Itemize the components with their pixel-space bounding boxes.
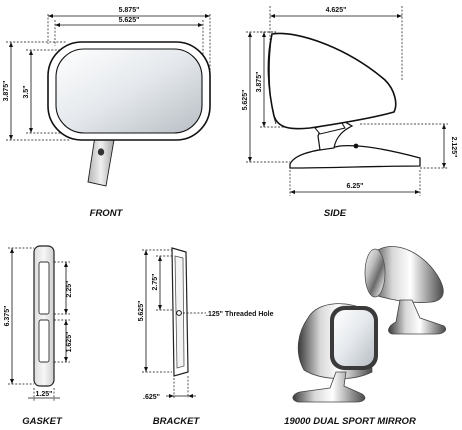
bracket-dim-slot: 2.75" bbox=[152, 274, 159, 291]
gasket-dim-height: 6.375" bbox=[4, 306, 11, 327]
side-dim-base-width: 6.25" bbox=[347, 183, 364, 190]
gasket-caption: GASKET bbox=[22, 416, 63, 427]
side-mirror-face bbox=[268, 33, 277, 125]
gasket-dim-slot-lower: 1.625" bbox=[66, 332, 73, 353]
front-dim-outer-height: 3.875" bbox=[3, 81, 10, 102]
gasket-slot-upper bbox=[38, 261, 50, 315]
bracket-threaded-hole bbox=[176, 310, 182, 316]
gasket-slot-lower bbox=[38, 319, 50, 363]
bracket-hole-note: .125" Threaded Hole bbox=[206, 311, 274, 318]
side-dim-head-height: 3.875" bbox=[256, 72, 263, 93]
side-dim-top-width: 4.625" bbox=[326, 7, 347, 14]
front-mirror-glass-photo bbox=[334, 310, 374, 366]
rear-mirror-base bbox=[388, 299, 446, 335]
front-dim-inner-height: 3.5" bbox=[23, 85, 30, 98]
side-mirror-head bbox=[267, 32, 397, 130]
product-photo: 19000 DUAL SPORT MIRROR bbox=[284, 246, 446, 427]
bracket-view: 5.625" 2.75" .125" Threaded Hole .625" B… bbox=[138, 247, 274, 427]
side-caption: SIDE bbox=[324, 208, 347, 219]
front-stem-hole bbox=[97, 148, 105, 156]
bracket-dim-height: 5.625" bbox=[138, 301, 145, 322]
front-mirror-stem bbox=[87, 135, 115, 187]
gasket-dim-slot-upper: 2.25" bbox=[66, 281, 73, 298]
side-screw bbox=[353, 143, 359, 149]
front-view: 5.875" 5.625" 3.875" 3.5" FRONT bbox=[3, 7, 211, 219]
front-mirror-base-photo bbox=[292, 371, 366, 403]
side-dim-base-height: 2.125" bbox=[450, 137, 457, 158]
bracket-dim-width: .625" bbox=[143, 394, 160, 401]
side-dim-arrows-4 bbox=[442, 124, 446, 168]
front-dim-inner-width: 5.625" bbox=[119, 17, 140, 24]
front-mirror-glass bbox=[55, 48, 203, 134]
bracket-caption: BRACKET bbox=[153, 416, 201, 427]
side-view: 4.625" 5.625" 3.875" 2.125" 6.25" bbox=[242, 6, 457, 219]
bracket-dim-arrows-3 bbox=[169, 394, 193, 398]
gasket-view: 6.375" 2.25" 1.625" 1.25" GASKET bbox=[4, 245, 73, 427]
gasket-dim-arrows-3 bbox=[64, 320, 68, 362]
gasket-dim-width: 1.25" bbox=[36, 391, 53, 398]
rear-mirror-face bbox=[364, 248, 386, 298]
front-dim-outer-width: 5.875" bbox=[119, 7, 140, 14]
front-caption: FRONT bbox=[90, 208, 124, 219]
product-caption: 19000 DUAL SPORT MIRROR bbox=[284, 416, 416, 427]
side-base-foot bbox=[289, 144, 421, 169]
side-dim-total-height: 5.625" bbox=[242, 90, 249, 111]
